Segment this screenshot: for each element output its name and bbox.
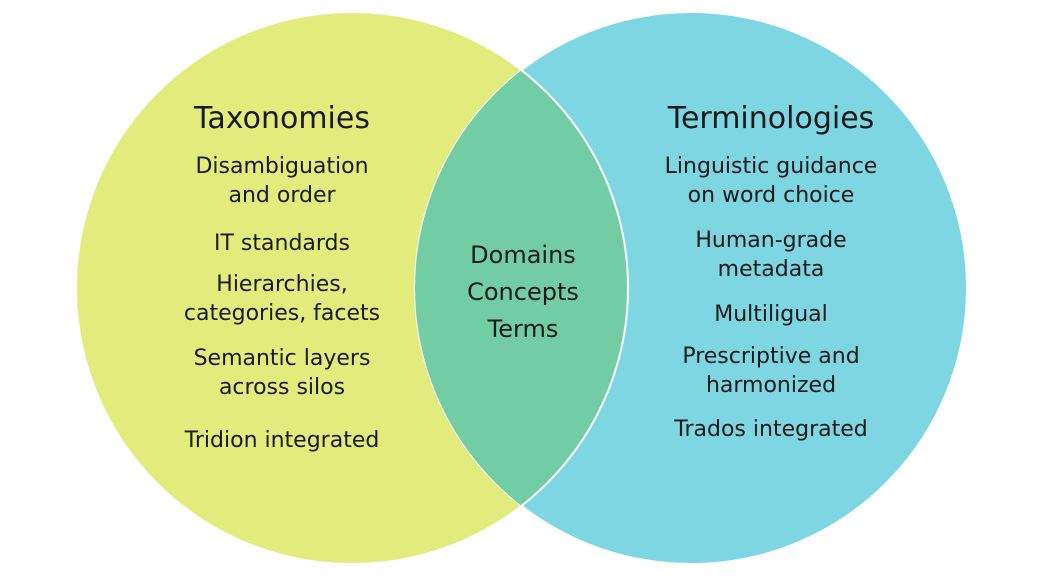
- taxonomies-circle-outline: [75, 11, 629, 565]
- overlap-region: [415, 12, 628, 564]
